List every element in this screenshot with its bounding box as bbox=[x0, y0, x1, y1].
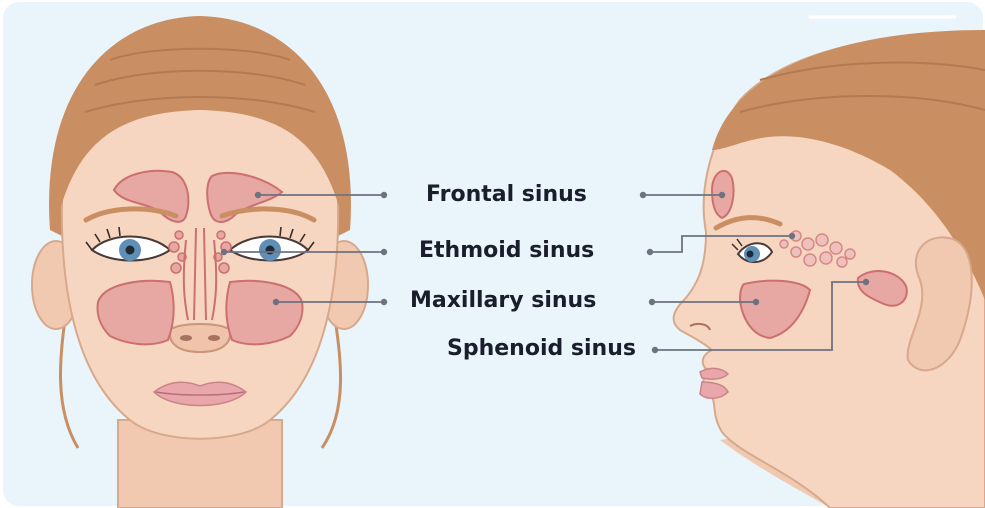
nostril-right bbox=[208, 335, 220, 341]
sphenoid-sinus-label: Sphenoid sinus bbox=[447, 336, 636, 361]
profile-sphenoid-sinus bbox=[856, 270, 908, 307]
dot-maxillary-right-end bbox=[648, 298, 656, 306]
profile-maxillary-sinus bbox=[738, 279, 812, 340]
dot-frontal-right-end bbox=[639, 191, 647, 199]
leader-ethmoid-right bbox=[650, 235, 792, 253]
leader-sphenoid-right bbox=[655, 281, 866, 351]
nasal-passage bbox=[182, 227, 218, 321]
profile-eye bbox=[731, 238, 774, 263]
eye-left bbox=[85, 226, 172, 262]
dot-ethmoid-sinus bbox=[220, 248, 228, 256]
dot-ethmoid-profile bbox=[788, 232, 796, 240]
profile-nostril bbox=[689, 322, 711, 331]
ethmoid-sinus-label: Ethmoid sinus bbox=[419, 238, 595, 263]
dot-maxillary-sinus bbox=[272, 298, 280, 306]
dot-frontal-sinus bbox=[254, 191, 262, 199]
nostril-left bbox=[180, 335, 192, 341]
dot-sphenoid-right-end bbox=[651, 346, 659, 354]
lip-line bbox=[155, 391, 245, 396]
dot-maxillary-profile bbox=[752, 298, 760, 306]
side-profile bbox=[672, 30, 985, 508]
profile-ear bbox=[906, 236, 973, 372]
leader-dots bbox=[220, 191, 870, 354]
frontal-sinus-label: Frontal sinus bbox=[426, 182, 587, 207]
dot-ethmoid-right-end bbox=[646, 248, 654, 256]
front-face bbox=[31, 16, 369, 508]
maxillary-sinus-label: Maxillary sinus bbox=[410, 288, 597, 313]
eyebrow-right bbox=[219, 206, 317, 223]
dot-maxillary-left-end bbox=[380, 298, 388, 306]
lips bbox=[152, 381, 248, 407]
hair-front bbox=[60, 28, 340, 210]
profile-hair-texture bbox=[739, 61, 985, 113]
nose bbox=[168, 323, 232, 354]
dot-frontal-left-end bbox=[380, 191, 388, 199]
eyebrow-left bbox=[83, 206, 179, 223]
profile-eyebrow bbox=[713, 215, 783, 231]
profile-lips bbox=[699, 367, 730, 399]
frontal-sinus-left bbox=[112, 169, 190, 223]
leader-lines bbox=[224, 194, 866, 351]
dot-frontal-profile bbox=[718, 191, 726, 199]
dot-sphenoid-profile bbox=[862, 278, 870, 286]
dot-ethmoid-left-end bbox=[380, 248, 388, 256]
maxillary-sinus-left bbox=[96, 279, 175, 346]
profile-ethmoid-sinus bbox=[779, 230, 856, 268]
maxillary-sinus-right bbox=[225, 279, 304, 346]
hair-texture bbox=[84, 47, 316, 113]
